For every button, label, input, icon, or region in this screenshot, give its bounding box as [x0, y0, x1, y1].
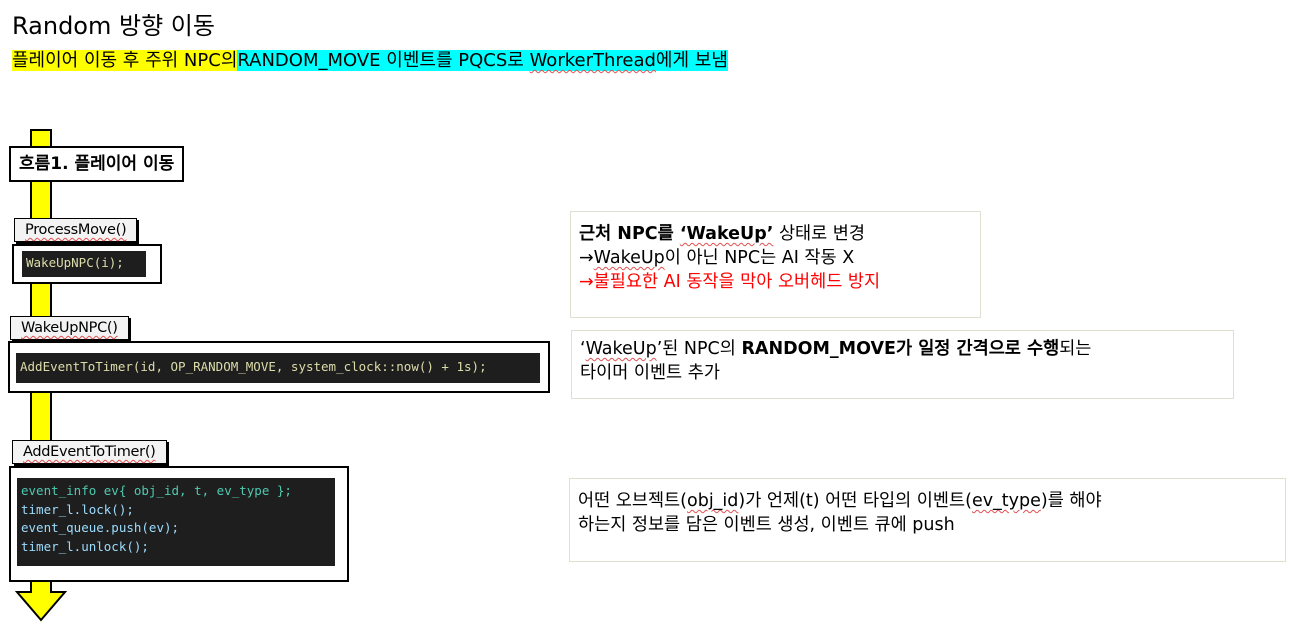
flow-label: 흐름1. 플레이어 이동: [9, 146, 185, 182]
note3-text-b: obj_id: [687, 491, 739, 511]
note1-line1: 근처 NPC를 ‘WakeUp’ 상태로 변경: [579, 222, 972, 246]
code-wakeup-npc: AddEventToTimer(id, OP_RANDOM_MOVE, syst…: [16, 353, 540, 383]
fn-label-add-event-to-timer: AddEventToTimer(): [12, 440, 167, 464]
code-line: timer_l.unlock();: [21, 538, 149, 554]
note1-text-d: WakeUp: [593, 248, 665, 268]
fn-label-process-move-text: ProcessMove(): [25, 222, 127, 238]
subtitle-part1: 플레이어 이동 후 주위 NPC의: [12, 50, 238, 71]
code-line: WakeUpNPC(i);: [26, 255, 124, 270]
note2-text-a: ‘: [580, 339, 586, 359]
subtitle-part2-text: RANDOM_MOVE 이벤트를 PQCS로: [237, 50, 524, 71]
note2-line1: ‘WakeUp’된 NPC의 RANDOM_MOVE가 일정 간격으로 수행되는: [580, 337, 1225, 361]
code-box-wakeup-npc: AddEventToTimer(id, OP_RANDOM_MOVE, syst…: [8, 341, 550, 393]
page-title: Random 방향 이동: [12, 12, 215, 40]
note1-text-a: 근처 NPC를: [579, 224, 680, 244]
code-box-process-move: WakeUpNPC(i);: [12, 244, 162, 284]
note-timer-event: ‘WakeUp’된 NPC의 RANDOM_MOVE가 일정 간격으로 수행되는…: [571, 330, 1234, 399]
note3-line1: 어떤 오브젝트(obj_id)가 언제(t) 어떤 타입의 이벤트(ev_typ…: [578, 489, 1277, 513]
code-line: timer_l.lock();: [21, 501, 134, 517]
note1-text-b: ‘WakeUp’: [679, 224, 774, 244]
note3-text-d: ev_type: [971, 491, 1041, 511]
note1-text-c: 상태로 변경: [773, 224, 866, 244]
fn-label-process-move: ProcessMove(): [14, 218, 138, 242]
note1-line3: →불필요한 AI 동작을 막아 오버헤드 방지: [579, 272, 881, 292]
code-process-move: WakeUpNPC(i);: [22, 251, 146, 277]
note-event-create: 어떤 오브젝트(obj_id)가 언제(t) 어떤 타입의 이벤트(ev_typ…: [569, 478, 1286, 562]
note3-text-e: )를 해야: [1040, 491, 1102, 511]
fn-label-wakeup-npc: WakeUpNPC(): [10, 316, 129, 340]
note2-line2: 타이머 이벤트 추가: [580, 363, 720, 383]
page-subtitle: 플레이어 이동 후 주위 NPC의RANDOM_MOVE 이벤트를 PQCS로 …: [12, 46, 728, 72]
note2-text-c: ’된 NPC의: [656, 339, 742, 359]
note1-line2: →WakeUp이 아닌 NPC는 AI 작동 X: [579, 246, 972, 270]
note2-text-e: 되는: [1059, 339, 1092, 359]
note3-line2: 하는지 정보를 담은 이벤트 생성, 이벤트 큐에 push: [578, 515, 955, 535]
code-line: AddEventToTimer(id, OP_RANDOM_MOVE, syst…: [20, 359, 487, 374]
note2-text-b: WakeUp: [585, 339, 657, 359]
code-line: event_queue.push(ev);: [21, 520, 180, 535]
subtitle-part3: WorkerThread: [529, 50, 656, 71]
note-wakeup-state: 근처 NPC를 ‘WakeUp’ 상태로 변경 →WakeUp이 아닌 NPC는…: [570, 211, 981, 318]
subtitle-part4: 에게 보냄: [655, 50, 728, 71]
code-add-event-to-timer: event_info ev{ obj_id, t, ev_type }; time…: [17, 478, 335, 566]
code-box-add-event-to-timer: event_info ev{ obj_id, t, ev_type }; time…: [9, 466, 349, 582]
code-line: event_info ev{ obj_id, t, ev_type };: [21, 483, 292, 498]
note2-text-d: RANDOM_MOVE가 일정 간격으로 수행: [741, 339, 1060, 359]
note1-arrow: →: [579, 248, 594, 268]
subtitle-part2: RANDOM_MOVE 이벤트를 PQCS로 WorkerThread에게 보냄: [237, 50, 728, 71]
note3-text-a: 어떤 오브젝트(: [578, 491, 687, 511]
note3-text-c: )가 언제(t) 어떤 타입의 이벤트(: [738, 491, 972, 511]
fn-label-add-event-to-timer-text: AddEventToTimer(): [23, 444, 156, 460]
fn-label-wakeup-npc-text: WakeUpNPC(): [21, 320, 118, 336]
note1-text-e: 이 아닌 NPC는 AI 작동 X: [664, 248, 855, 268]
